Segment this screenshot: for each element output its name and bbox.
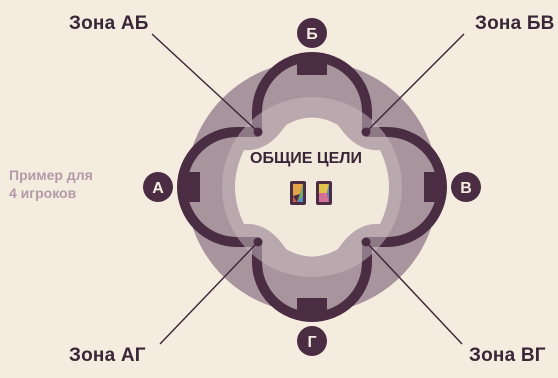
zone-label-vg: Зона ВГ xyxy=(469,345,546,366)
slot-right xyxy=(424,172,444,202)
player-label-b: Б xyxy=(306,26,318,43)
player-badge-b: Б xyxy=(297,18,327,48)
zone-label-ag: Зона АГ xyxy=(69,345,146,366)
player-label-g: Г xyxy=(307,334,316,351)
example-note-line-2: 4 игроков xyxy=(9,185,77,201)
player-badge-v: В xyxy=(451,172,481,202)
leader-vg xyxy=(367,243,463,345)
leader-ab xyxy=(151,33,257,131)
leader-lines xyxy=(151,33,465,345)
player-badge-g: Г xyxy=(297,326,327,356)
slot-bottom xyxy=(297,298,327,318)
player-label-v: В xyxy=(460,180,472,197)
shared-goals-title: ОБЩИЕ ЦЕЛИ xyxy=(250,150,362,167)
goal-card-icon xyxy=(316,181,332,205)
example-note: Пример для 4 игроков xyxy=(9,166,93,202)
leader-ag xyxy=(159,243,257,345)
slot-left xyxy=(180,172,200,202)
example-note-line-1: Пример для xyxy=(9,167,93,183)
center-area xyxy=(235,117,389,257)
player-badge-a: А xyxy=(143,172,173,202)
player-label-a: А xyxy=(152,180,164,197)
leader-bv xyxy=(367,33,465,131)
zone-label-bv: Зона БВ xyxy=(475,13,555,34)
zone-label-ab: Зона АБ xyxy=(69,13,149,34)
slot-top xyxy=(297,55,327,75)
goal-card-icon xyxy=(290,181,306,205)
